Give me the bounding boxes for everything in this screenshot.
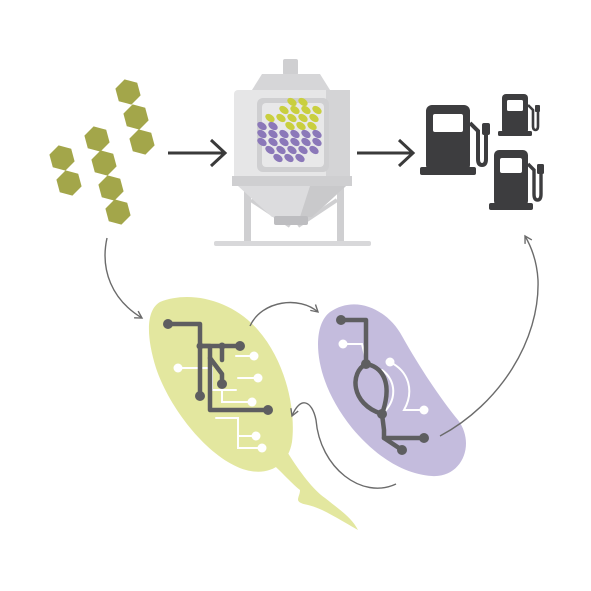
yellow-cell-dot [279,105,289,115]
yellow-cell-dot [309,113,319,123]
arrow-yeast-to-bacterium [249,301,320,327]
arrow-bioreactor-to-fuel [357,138,416,168]
purple-cell-dot [290,129,300,139]
bacterium-icon [318,304,466,477]
yellow-cell-dot [285,121,295,131]
hexagon-icon [91,150,117,176]
purple-cell-dot [268,121,278,131]
yellow-cell-dot [296,121,306,131]
cell-culture-dots [257,97,322,163]
yellow-cell-dot [312,105,322,115]
purple-cell-dot [268,129,278,139]
purple-cell-dot [257,121,267,131]
purple-cell-dot [265,145,275,155]
fuel-pump-icon-small [498,94,540,136]
yellow-cell-dot [301,105,311,115]
purple-cell-dot [301,137,311,147]
arrow-feedstock-to-bioreactor [168,138,228,168]
yellow-cell-dot [298,97,308,107]
purple-cell-dot [279,137,289,147]
purple-cell-dot [284,153,294,163]
purple-cell-dot [276,145,286,155]
hexagon-icon [123,104,149,130]
purple-cell-dot [273,153,283,163]
hexagon-icon [129,129,155,155]
yellow-cell-dot [265,113,275,123]
fermentation-tank-icon [214,59,371,246]
arrow-bacterium-to-yeast [290,402,397,489]
hexagon-icon [105,199,131,225]
feedstock-hexagons-icon [49,79,155,225]
purple-cell-dot [290,137,300,147]
curved-arrows [104,234,539,489]
fuel-pump-icon-large [420,105,490,175]
purple-cell-dot [312,129,322,139]
arrow-feedstock-to-yeast [104,237,144,319]
purple-cell-dot [257,137,267,147]
purple-cell-dot [295,153,305,163]
purple-cell-dot [309,145,319,155]
yellow-cell-dot [298,113,308,123]
hexagon-icon [56,170,82,196]
purple-cell-dot [257,129,267,139]
hexagon-icon [98,175,124,201]
yellow-cell-dot [287,97,297,107]
hexagon-icon [84,126,110,152]
hexagon-icon [49,145,75,171]
yellow-cell-dot [287,113,297,123]
yellow-cell-dot [290,105,300,115]
purple-cell-dot [268,137,278,147]
purple-cell-dot [287,145,297,155]
fuel-pump-icon-medium [489,150,544,210]
purple-cell-dot [298,145,308,155]
hexagon-icon [115,79,141,105]
purple-cell-dot [301,129,311,139]
yellow-cell-dot [307,121,317,131]
purple-cell-dot [279,129,289,139]
yellow-cell-dot [276,113,286,123]
arrow-bacterium-to-fuel [439,234,539,437]
purple-cell-dot [312,137,322,147]
yeast-cell-icon [148,297,358,530]
